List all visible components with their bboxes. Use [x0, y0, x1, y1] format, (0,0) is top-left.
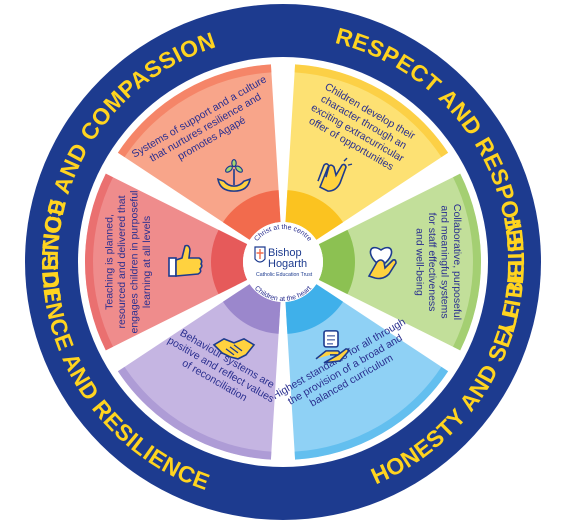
hub-disc — [243, 222, 323, 302]
segment-teaching-text: Teaching is planned,resourced and delive… — [103, 190, 153, 333]
segment-collab-edge — [453, 173, 481, 351]
segment-collab-inner-band — [318, 229, 355, 295]
sprout-in-hands-icon — [216, 159, 252, 192]
segment-collab-fill — [329, 173, 481, 351]
segment-standards-inner-band — [285, 284, 344, 334]
clapping-hands-icon — [317, 157, 353, 192]
segment-support-inner-band — [222, 190, 281, 240]
segment-character-inner-band — [285, 190, 344, 240]
segment-text-line: and meaningful systems — [438, 205, 450, 318]
handshake-icon — [212, 337, 256, 360]
segment-text-line: resourced and delivered that — [116, 195, 128, 328]
segment-teaching-edge — [84, 173, 113, 351]
heart-in-hand-icon — [367, 246, 397, 280]
logo-subtitle: Catholic Education Trust — [256, 272, 313, 278]
segment-text-line: engages children in purposeful — [128, 190, 140, 333]
thumbs-up-icon — [168, 244, 203, 277]
logo-line1: Bishop — [268, 247, 302, 259]
scroll-in-hand-icon — [315, 330, 350, 364]
segment-behaviour-fill — [117, 290, 280, 460]
segment-text-line: learning at all levels — [141, 216, 153, 308]
segment-teaching-fill — [84, 173, 237, 351]
logo-line2: Hogarth — [268, 258, 307, 270]
segment-teaching-inner-band — [210, 229, 248, 295]
segment-text-line: Teaching is planned, — [103, 214, 115, 310]
segment-behaviour-edge — [117, 366, 272, 460]
segment-behaviour-inner-band — [222, 284, 281, 334]
segment-standards-edge — [294, 366, 449, 460]
segment-teaching: Teaching is planned,resourced and delive… — [84, 173, 248, 351]
segment-character-edge — [294, 64, 449, 158]
segment-support-edge — [117, 64, 272, 158]
segment-text-line: for staff effectiveness — [426, 213, 438, 312]
segment-text-line: Collaborative, purposeful — [451, 204, 463, 320]
segment-text-line: and well-being — [413, 228, 425, 296]
